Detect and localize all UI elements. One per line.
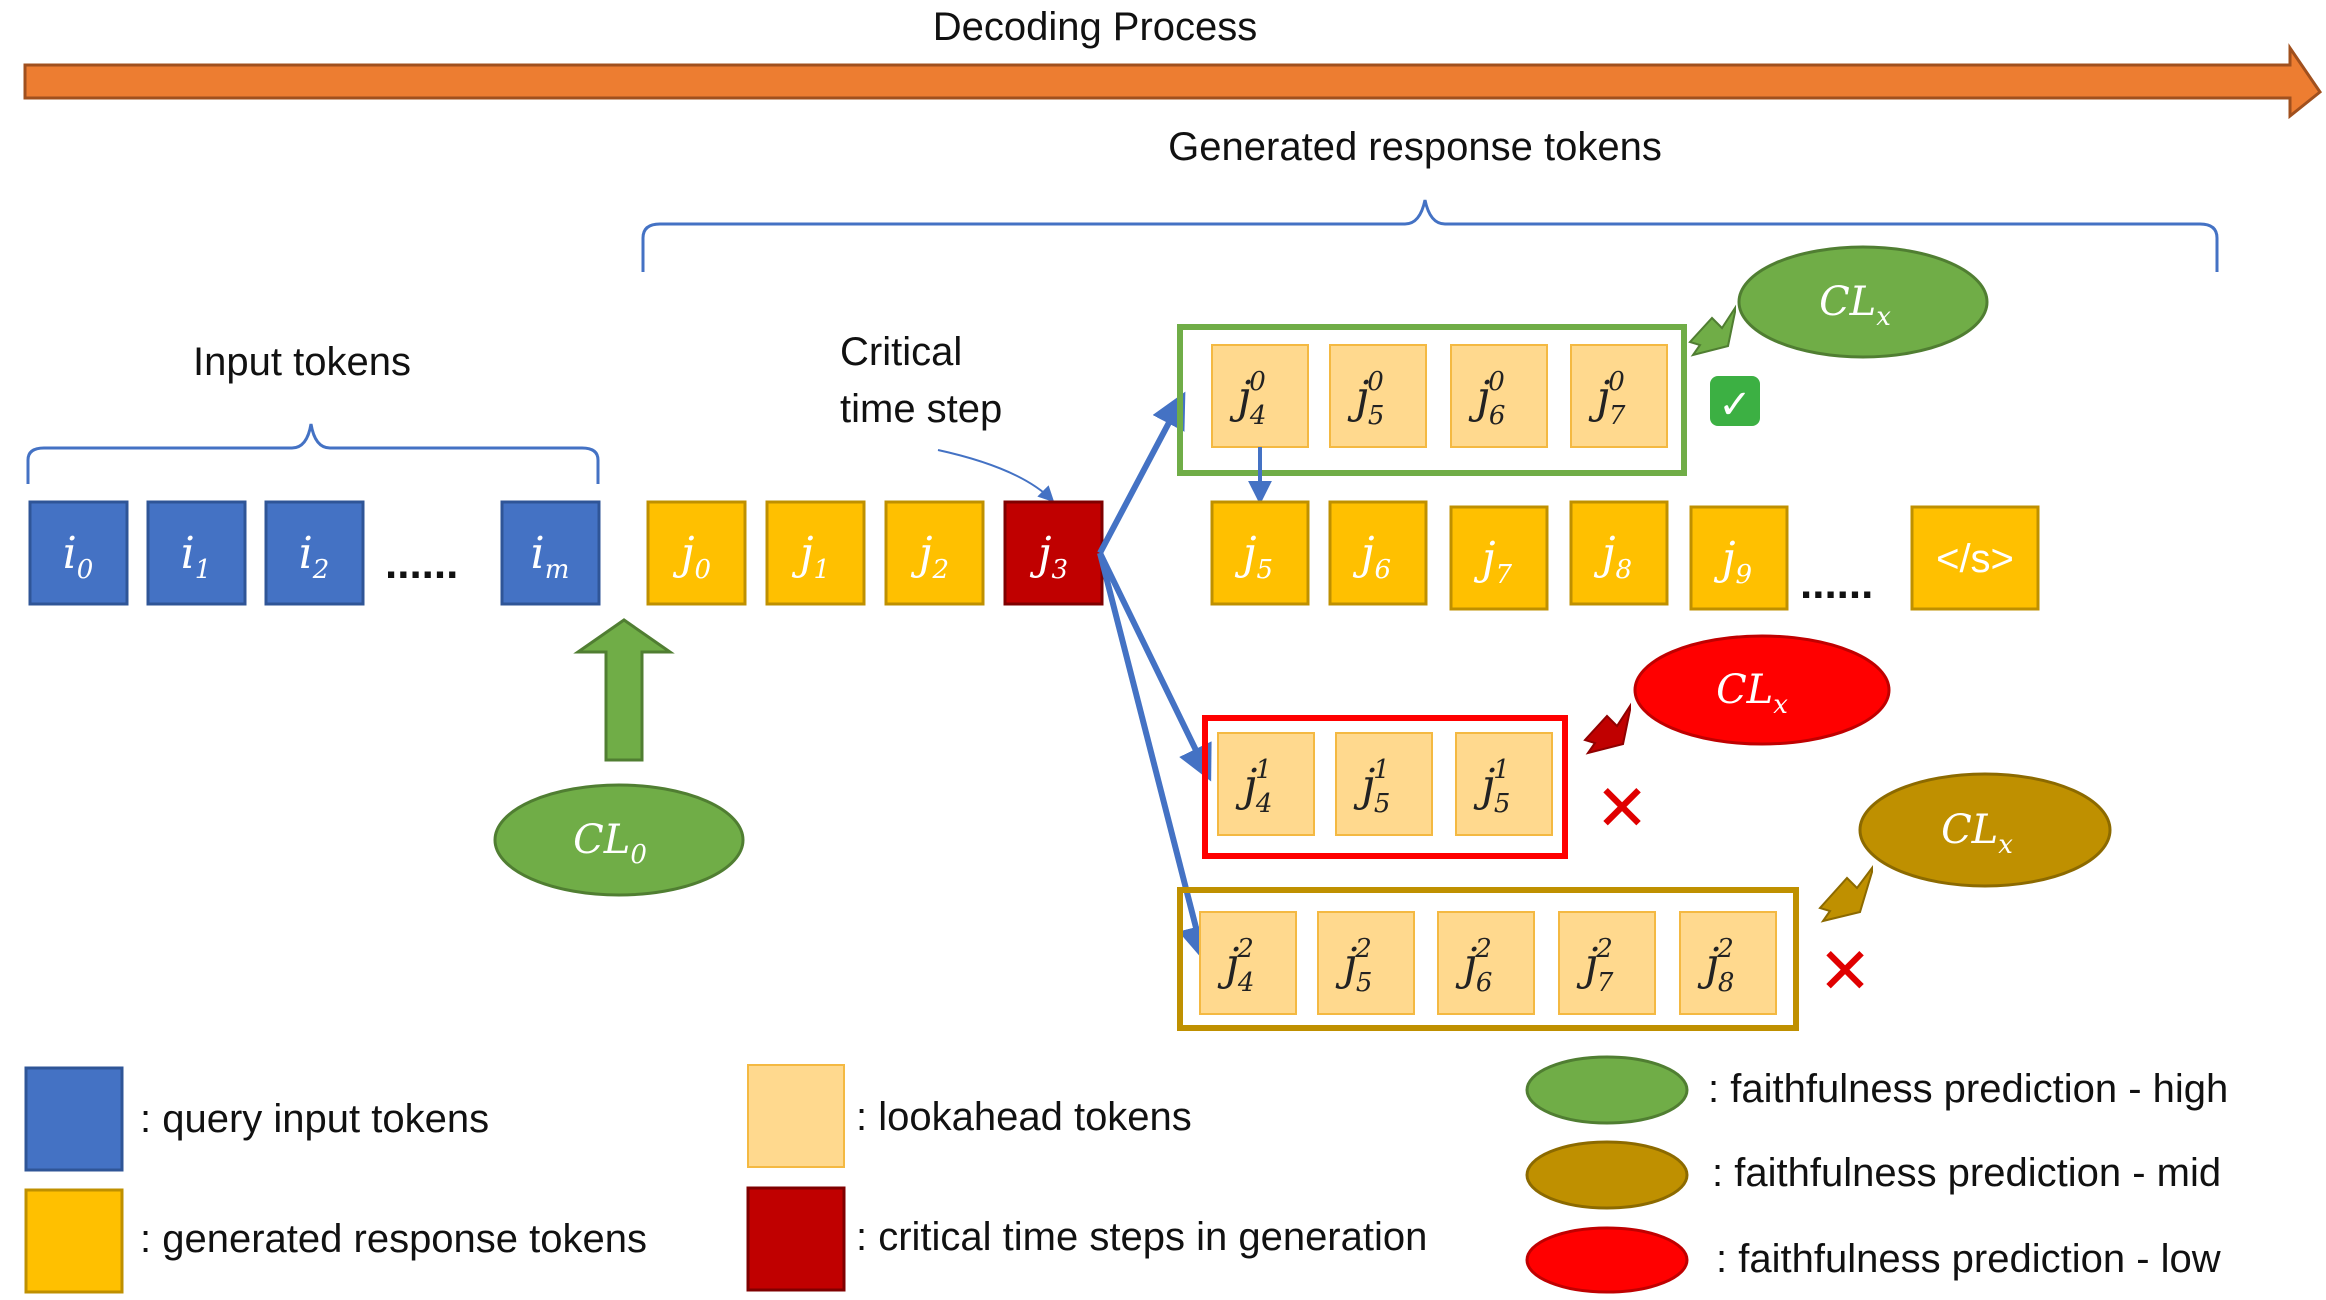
svg-text:i1: i1 xyxy=(181,528,212,585)
input-tokens-brace xyxy=(26,423,600,484)
classifier-high-pointer-icon xyxy=(1688,304,1736,357)
decoding-process-arrow xyxy=(23,43,2323,120)
input-tokens-label: Input tokens xyxy=(193,340,411,384)
continued-token-5: j5 xyxy=(1210,500,1310,606)
classifier-low-pointer-icon xyxy=(1583,702,1631,755)
legend-query-label: : query input tokens xyxy=(140,1097,489,1141)
svg-text:i2: i2 xyxy=(299,528,330,585)
legend-lookahead-label: : lookahead tokens xyxy=(856,1095,1192,1139)
lookahead-group-2-frame xyxy=(1177,887,1799,1031)
input-ellipsis: ...... xyxy=(385,539,458,588)
legend-query-swatch xyxy=(24,1066,124,1172)
branch-arrow-group2 xyxy=(1097,552,1214,962)
branch-arrow-group1 xyxy=(1097,551,1212,782)
end-token: </s> xyxy=(1910,505,2040,611)
classifier-clx-high xyxy=(1737,245,1989,359)
legend-generated-label: : generated response tokens xyxy=(140,1217,647,1261)
classifier-clx-mid xyxy=(1858,772,2112,888)
svg-text:im: im xyxy=(531,528,570,585)
legend-low-swatch xyxy=(1525,1226,1689,1294)
input-token-2: i2 xyxy=(264,500,365,606)
classifier-clx-mid-label: CLx xyxy=(1941,807,2013,860)
legend-mid-label: : faithfulness prediction - mid xyxy=(1712,1151,2221,1195)
classifier-clx-high-label: CLx xyxy=(1819,279,1891,332)
continued-token-6: j6 xyxy=(1328,500,1428,606)
legend-critical-label: : critical time steps in generation xyxy=(856,1215,1427,1259)
legend: : query input tokens : generated respons… xyxy=(24,1055,2228,1294)
critical-token-3: j3 xyxy=(1003,500,1104,606)
legend-low-label: : faithfulness prediction - low xyxy=(1716,1237,2221,1281)
legend-high-swatch xyxy=(1525,1055,1689,1125)
svg-text:i0: i0 xyxy=(63,528,94,585)
svg-text:j28: j28 xyxy=(1697,934,1735,998)
response-token-2: j2 xyxy=(884,500,985,606)
input-token-0: i0 xyxy=(28,500,129,606)
continued-token-8: j8 xyxy=(1569,500,1669,606)
generated-response-brace xyxy=(641,199,2219,272)
lookahead-group-0-frame xyxy=(1177,324,1687,476)
classifier-clx-low xyxy=(1633,634,1891,746)
classifier-mid-pointer-icon xyxy=(1818,865,1873,923)
legend-lookahead-swatch xyxy=(747,1064,845,1168)
check-mark-icon: ✓ xyxy=(1710,376,1760,428)
legend-generated-swatch xyxy=(24,1188,124,1294)
critical-pointer-arrow xyxy=(937,449,1055,503)
critical-label-line2: time step xyxy=(840,387,1002,431)
cl0-up-arrow xyxy=(573,618,675,762)
continued-token-9: j9 xyxy=(1689,505,1789,611)
cross-mark-icon-group-2: ✕ xyxy=(1818,935,1872,1009)
legend-critical-swatch xyxy=(746,1186,846,1292)
cross-mark-icon-group-1: ✕ xyxy=(1595,772,1649,846)
lookahead-group-1-frame xyxy=(1202,715,1568,859)
classifier-cl0 xyxy=(493,783,745,897)
critical-label-line1: Critical xyxy=(840,330,962,374)
legend-mid-swatch xyxy=(1525,1140,1689,1210)
decoding-process-label: Decoding Process xyxy=(933,5,1258,49)
svg-text:✓: ✓ xyxy=(1718,382,1752,428)
continued-ellipsis: ...... xyxy=(1800,559,1873,608)
input-token-m: im xyxy=(500,500,601,606)
continued-token-7: j7 xyxy=(1449,505,1549,611)
generated-response-label: Generated response tokens xyxy=(1168,125,1662,169)
svg-text:</s>: </s> xyxy=(1936,537,2014,581)
classifier-clx-low-label: CLx xyxy=(1716,667,1788,720)
classifier-cl0-label: CL0 xyxy=(573,817,647,870)
response-token-0: j0 xyxy=(646,500,747,606)
branch-arrow-group0 xyxy=(1097,391,1186,555)
input-token-1: i1 xyxy=(146,500,247,606)
legend-high-label: : faithfulness prediction - high xyxy=(1708,1067,2228,1111)
response-token-1: j1 xyxy=(765,500,866,606)
